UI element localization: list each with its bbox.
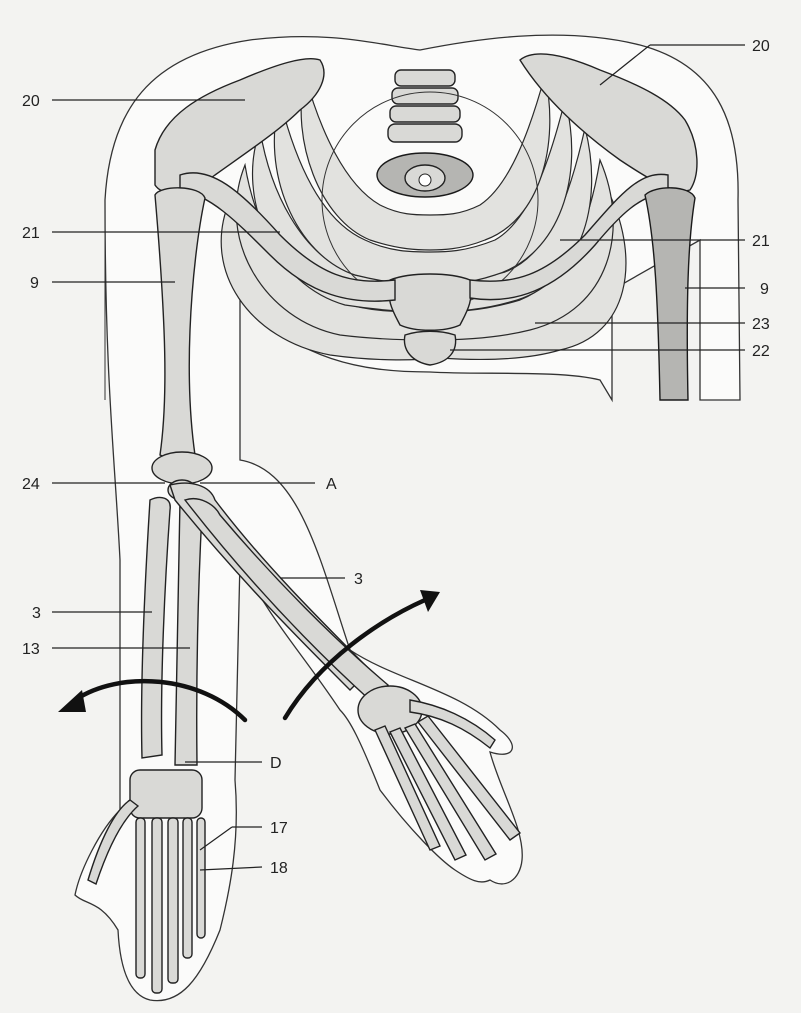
hand-crossed [357,685,522,861]
label-joint-d: D [270,755,282,772]
label-clavicle-right: 21 [752,233,770,250]
label-ulna: 13 [22,641,40,658]
scapula-right [519,53,698,192]
label-carpals: 17 [270,820,288,837]
label-metacarpals: 18 [270,860,288,877]
label-scapula-right: 20 [752,38,770,55]
label-joint-a: A [326,476,337,493]
forearm-straight [140,496,203,766]
label-humerus-right: 9 [760,281,769,298]
label-scapula-left: 20 [22,93,40,110]
label-humerus-left: 9 [30,275,39,292]
rotation-arrows [58,590,440,723]
vertebral-column [376,69,474,198]
label-elbow-joint: 24 [22,476,40,493]
label-radius-crossed: 3 [354,571,363,588]
label-clavicle-left: 21 [22,225,40,242]
ribcage [220,69,627,366]
leader-lines [52,44,745,871]
sternum-bone [388,273,472,366]
humerus-right [644,187,696,401]
label-costal-cartilage: 23 [752,316,770,333]
forearm-crossed [169,482,390,703]
label-radius-straight: 3 [32,605,41,622]
labels: 20 20 21 21 9 9 23 22 24 A 3 3 13 D 17 1… [22,38,770,877]
label-sternum: 22 [752,343,770,360]
